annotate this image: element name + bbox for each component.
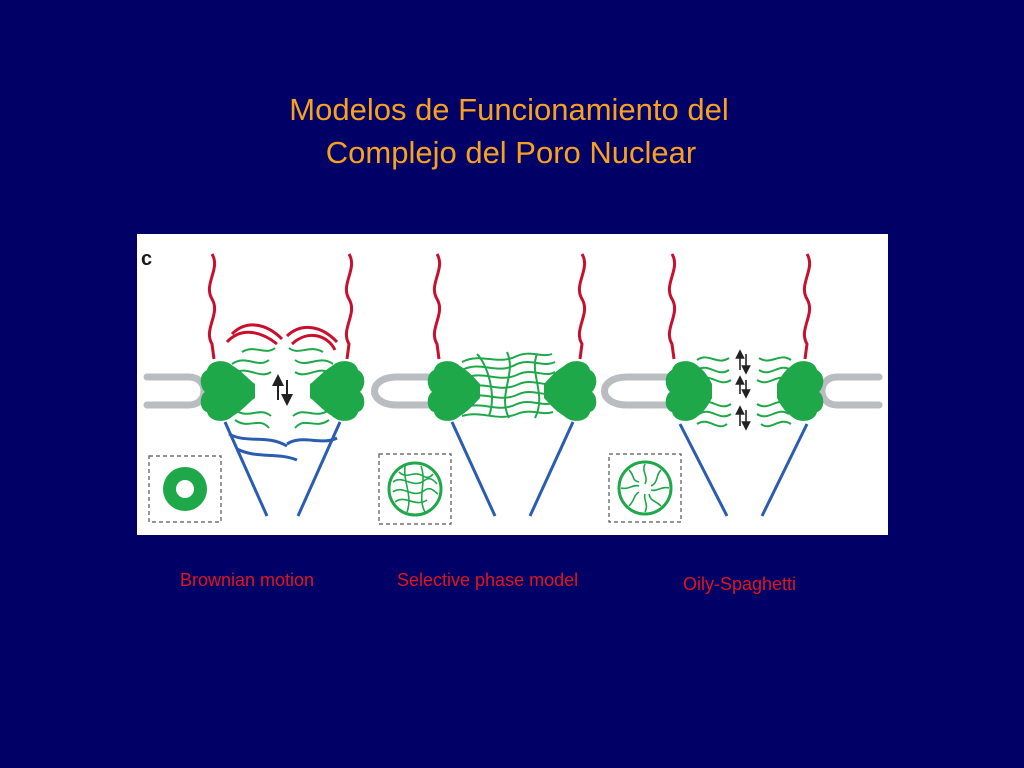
mesh-cross-section-icon (378, 453, 452, 525)
transport-arrows (272, 374, 293, 406)
nuclear-pore-models-diagram: c (137, 234, 888, 535)
ring-cross-section-icon (148, 455, 222, 523)
model-selective-phase (378, 253, 597, 525)
slide-title-line-2: Complejo del Poro Nuclear (325, 135, 697, 170)
panel-letter: c (141, 248, 153, 270)
caption-selective-phase-model: Selective phase model (397, 570, 579, 590)
caption-brownian-motion: Brownian motion (180, 570, 315, 590)
model-brownian-motion (148, 253, 365, 523)
caption-oily-spaghetti: Oily-Spaghetti (683, 574, 797, 594)
slide-title-line-1: Modelos de Funcionamiento del (289, 92, 729, 127)
pore-models-svg (143, 253, 883, 525)
model-oily-spaghetti (608, 253, 824, 523)
transport-arrows (735, 349, 751, 431)
spaghetti-cross-section-icon (608, 453, 682, 523)
